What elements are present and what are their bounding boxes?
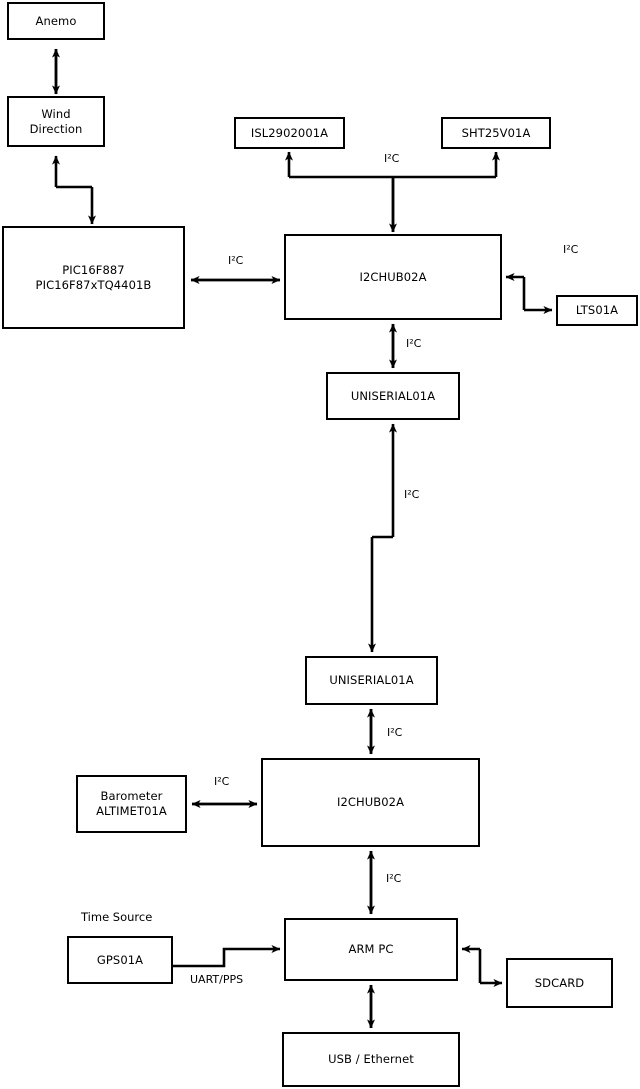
node-uniserial01a-top[interactable]: UNISERIAL01A <box>326 372 460 420</box>
node-i2chub02a-bottom[interactable]: I2CHUB02A <box>261 758 480 847</box>
edge-label-hub-lts: I²C <box>563 243 579 256</box>
node-i2chub02a-bottom-label: I2CHUB02A <box>336 795 405 809</box>
node-anemo[interactable]: Anemo <box>7 2 105 40</box>
edge-label-barometer-hub: I²C <box>214 775 230 788</box>
node-sht25v01a[interactable]: SHT25V01A <box>441 117 551 149</box>
node-pic-microcontroller[interactable]: PIC16F887 PIC16F87xTQ4401B <box>2 226 185 329</box>
edge-label-uniserial-hub-bottom: I²C <box>387 726 403 739</box>
node-lts01a[interactable]: LTS01A <box>556 295 638 326</box>
node-i2chub02a-top-label: I2CHUB02A <box>359 269 427 284</box>
node-sdcard[interactable]: SDCARD <box>506 958 613 1008</box>
node-isl2902001a[interactable]: ISL2902001A <box>234 117 345 149</box>
node-usb-ethernet-label: USB / Ethernet <box>328 1052 414 1066</box>
edge-label-uniserial-link: I²C <box>404 488 420 501</box>
edge-label-hub-uniserial-top: I²C <box>406 337 422 350</box>
edge-label-hub-arm: I²C <box>386 872 402 885</box>
wire-gps-arm <box>173 945 281 968</box>
node-uniserial01a-bottom[interactable]: UNISERIAL01A <box>305 656 438 705</box>
node-usb-ethernet[interactable]: USB / Ethernet <box>282 1032 460 1087</box>
node-uniserial01a-bottom-label: UNISERIAL01A <box>329 673 414 687</box>
edge-label-pic-hub: I²C <box>228 254 244 267</box>
edge-label-gps-arm: UART/PPS <box>190 973 244 986</box>
node-arm-pc[interactable]: ARM PC <box>284 918 458 981</box>
label-time-source: Time Source <box>81 910 153 924</box>
node-barometer-label: Barometer ALTIMET01A <box>96 789 167 818</box>
node-isl2902001a-label: ISL2902001A <box>250 125 329 140</box>
node-sht25v01a-label: SHT25V01A <box>461 125 531 140</box>
edge-label-sensors-bus: I²C <box>384 152 400 165</box>
node-pic-label: PIC16F887 PIC16F87xTQ4401B <box>35 262 152 292</box>
node-wind-direction[interactable]: Wind Direction <box>7 96 105 147</box>
node-gps01a-label: GPS01A <box>96 952 144 967</box>
node-uniserial01a-top-label: UNISERIAL01A <box>350 388 436 403</box>
node-gps01a[interactable]: GPS01A <box>67 936 173 984</box>
node-arm-pc-label: ARM PC <box>348 942 394 956</box>
node-anemo-label: Anemo <box>35 13 77 28</box>
node-i2chub02a-top[interactable]: I2CHUB02A <box>284 234 502 320</box>
node-barometer-altimet01a[interactable]: Barometer ALTIMET01A <box>76 775 187 833</box>
node-lts01a-label: LTS01A <box>575 303 619 317</box>
node-wind-direction-label: Wind Direction <box>29 106 83 136</box>
node-sdcard-label: SDCARD <box>534 975 585 990</box>
